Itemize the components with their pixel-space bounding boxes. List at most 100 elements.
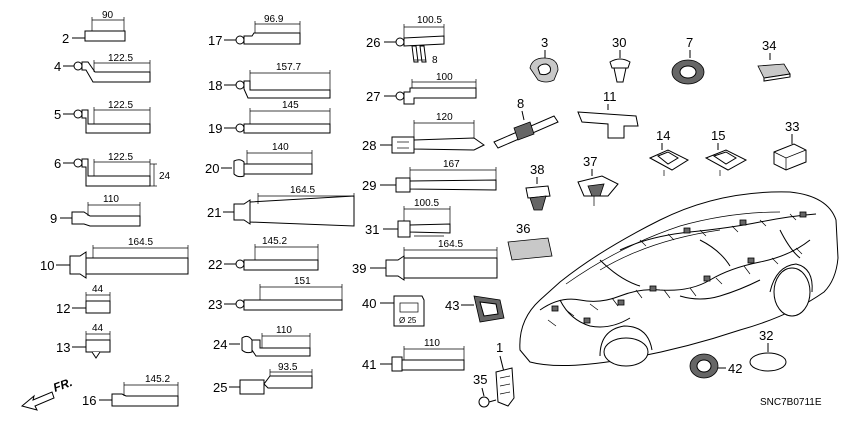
callout-21: 21 bbox=[207, 205, 221, 220]
callout-28: 28 bbox=[362, 138, 376, 153]
dim-40: Ø 25 bbox=[399, 316, 417, 325]
callout-36: 36 bbox=[516, 221, 530, 236]
callout-14: 14 bbox=[656, 128, 670, 143]
dim-29: 167 bbox=[443, 159, 460, 170]
part-35: 34 bbox=[757, 38, 791, 82]
part-19: 19 145 bbox=[208, 100, 331, 136]
part-38: 42 bbox=[689, 353, 742, 379]
callout-12: 12 bbox=[56, 301, 70, 316]
dim-12: 44 bbox=[92, 284, 104, 295]
part-42: 37 bbox=[577, 154, 619, 206]
part-3: 3 bbox=[529, 35, 559, 83]
part-7: 7 bbox=[671, 35, 705, 85]
dim-4: 122.5 bbox=[108, 53, 133, 64]
callout-19: 19 bbox=[208, 121, 222, 136]
callout-33: 32 bbox=[759, 328, 773, 343]
callout-39: 39 bbox=[352, 261, 366, 276]
part-27: 27 100 bbox=[366, 72, 477, 105]
part-21: 21 164.5 bbox=[207, 185, 355, 227]
callout-37: 35 bbox=[473, 372, 487, 387]
dim-25: 93.5 bbox=[278, 362, 298, 373]
callout-13: 13 bbox=[56, 340, 70, 355]
part-18: 18 157.7 bbox=[208, 62, 331, 99]
callout-32: 43 bbox=[445, 298, 459, 313]
part-39: 39 164.5 bbox=[352, 239, 498, 281]
part-9: 9 110 bbox=[50, 194, 141, 227]
part-30: 30 bbox=[609, 35, 631, 83]
dim-39: 164.5 bbox=[438, 239, 463, 250]
part-15: 15 bbox=[704, 128, 748, 176]
callout-31: 31 bbox=[365, 222, 379, 237]
callout-6: 6 bbox=[54, 156, 61, 171]
dim-6: 122.5 bbox=[108, 152, 133, 163]
callout-15: 15 bbox=[711, 128, 725, 143]
dim-2: 90 bbox=[102, 10, 114, 21]
part-5: 5 122.5 bbox=[54, 100, 151, 134]
dim-13: 44 bbox=[92, 323, 104, 334]
part-43: 38 bbox=[525, 162, 551, 211]
dim-19: 145 bbox=[282, 100, 299, 111]
part-26: 26 100.5 8 bbox=[366, 15, 445, 66]
callout-7: 7 bbox=[686, 35, 693, 50]
part-8: 8 bbox=[493, 96, 559, 149]
dim-23: 151 bbox=[294, 276, 311, 287]
callout-10: 10 bbox=[40, 258, 54, 273]
part-31: 31 100.5 bbox=[365, 198, 451, 238]
callout-35: 34 bbox=[762, 38, 776, 53]
callout-11: 11 bbox=[603, 89, 617, 104]
part-12: 12 44 bbox=[56, 284, 111, 316]
part-22: 22 145.2 bbox=[208, 236, 319, 272]
part-23: 23 151 bbox=[208, 276, 343, 312]
callout-8: 8 bbox=[517, 96, 524, 111]
callout-29: 29 bbox=[362, 178, 376, 193]
callout-1: 1 bbox=[496, 340, 503, 355]
part-24: 24 110 bbox=[213, 325, 311, 357]
part-25: 25 93.5 bbox=[213, 362, 313, 395]
dim-41: 110 bbox=[424, 338, 440, 349]
callout-27: 27 bbox=[366, 89, 380, 104]
part-29: 29 167 bbox=[362, 159, 497, 193]
callout-40: 40 bbox=[362, 296, 376, 311]
callout-38: 42 bbox=[728, 361, 742, 376]
callout-41: 41 bbox=[362, 357, 376, 372]
part-4: 4 122.5 bbox=[54, 53, 151, 83]
callout-30: 30 bbox=[612, 35, 626, 50]
diagram-code: SNC7B0711E bbox=[760, 397, 822, 408]
dim-9: 110 bbox=[103, 194, 119, 205]
part-13: 13 44 bbox=[56, 323, 111, 359]
dim-26: 100.5 bbox=[417, 15, 442, 26]
dim-21: 164.5 bbox=[290, 185, 315, 196]
callout-20: 20 bbox=[205, 161, 219, 176]
car-wire-harness-illustration bbox=[519, 191, 839, 367]
callout-17: 17 bbox=[208, 33, 222, 48]
callout-2: 2 bbox=[62, 31, 69, 46]
dim-6-height: 24 bbox=[159, 171, 171, 182]
part-37: 35 bbox=[473, 372, 497, 408]
dim-26-small: 8 bbox=[432, 55, 438, 66]
part-2: 2 90 bbox=[62, 10, 126, 46]
dim-24: 110 bbox=[276, 325, 292, 336]
callout-23: 23 bbox=[208, 297, 222, 312]
part-33: 32 bbox=[749, 328, 787, 372]
part-17: 17 96.9 bbox=[208, 14, 301, 48]
dim-17: 96.9 bbox=[264, 14, 284, 25]
dim-10: 164.5 bbox=[128, 237, 153, 248]
part-6: 6 122.5 24 bbox=[54, 152, 171, 187]
part-28: 28 120 bbox=[362, 112, 485, 154]
part-16: 16 145.2 bbox=[82, 374, 179, 408]
callout-25: 25 bbox=[213, 380, 227, 395]
dim-20: 140 bbox=[272, 142, 289, 153]
dim-16: 145.2 bbox=[145, 374, 170, 385]
part-14: 14 bbox=[648, 128, 690, 176]
callout-16: 16 bbox=[82, 393, 96, 408]
callout-4: 4 bbox=[54, 59, 61, 74]
dim-18: 157.7 bbox=[276, 62, 301, 73]
front-direction-arrow: FR. bbox=[20, 375, 74, 411]
callout-22: 22 bbox=[208, 257, 222, 272]
dim-31: 100.5 bbox=[414, 198, 439, 209]
dim-5: 122.5 bbox=[108, 100, 133, 111]
callout-5: 5 bbox=[54, 107, 61, 122]
part-1: 1 bbox=[495, 340, 515, 407]
